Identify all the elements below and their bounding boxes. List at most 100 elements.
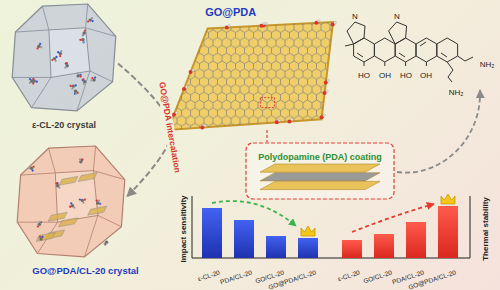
go-pda-flake [48,212,67,221]
stability-bars [342,240,362,258]
cl20-molecule [32,169,34,171]
atom-label: OH [420,71,432,80]
cl20-molecule [82,202,84,204]
cl20-molecule [82,78,84,80]
stability-bars [406,222,426,258]
crystal-edge [98,215,122,226]
cl20-molecule [79,198,86,203]
cl20-molecule [81,159,83,161]
cl20-molecule [31,79,38,84]
text-holder: ε-CL-20 [194,261,221,285]
hydrogen-atom [263,22,265,24]
cl20-molecule [76,74,79,77]
atom-label: N [352,12,358,21]
cl20-molecule [76,72,81,77]
cl20-molecule [82,41,84,43]
hydrogen-atom [185,86,187,88]
pda-structure [384,62,385,66]
text-holder: OH [379,64,391,82]
cl20-molecule [55,56,57,58]
cl20-molecule [37,225,39,227]
hydrogen-atom [318,20,320,22]
text-holder: N [394,5,400,23]
cl20-molecule [39,221,41,223]
pda-structure [357,53,363,57]
cl20-molecule [66,62,68,64]
crystal-edge [86,28,116,37]
crystal-edge [84,215,97,256]
pda-structure [420,42,426,46]
cl20-molecule [82,34,84,36]
cl20-molecule [104,243,106,245]
sensitivity-bars [202,208,318,258]
sensitivity-bars [298,238,318,258]
cl20-molecule [82,34,84,36]
crystal-edge [93,171,124,180]
cl20-molecule [96,199,98,201]
chart-axes [192,196,193,258]
text-holder: HO [358,64,370,82]
atom-label: HO [358,71,370,80]
crystal-edge [86,4,88,28]
cl20-molecule [70,85,72,87]
molecule-group [28,158,109,245]
crystal-figure-shape [10,4,118,112]
axis-title: Impact sensitivity [179,195,188,262]
cl20-molecule [58,187,60,189]
crystal-edge [77,71,90,111]
text-holder: Thermal stability [474,197,492,261]
crystal-edge [21,173,56,175]
coating-layer [260,181,380,189]
text-holder: GO@PDA intercalation [155,78,189,176]
pda-structure [345,44,354,46]
sensitivity-bars [266,236,286,258]
cl20-molecule [94,77,96,79]
axis-title: Thermal stability [481,197,490,261]
atom-label: HO [400,71,412,80]
cl20-molecule [80,75,82,77]
go-pda-sheet-shape [168,22,333,130]
cl20-molecule [55,182,60,189]
hydrogen-atom [265,22,267,24]
coating-layer [260,173,380,181]
category-label: GO@PDA/CL-20 [407,269,456,290]
cl20-molecule [84,199,86,201]
cl20-molecule [70,202,72,204]
hydrogen-atom [204,124,206,126]
cl20-molecule [64,67,66,69]
pda-structure [399,53,405,57]
crystal-edge [32,77,51,107]
cl20-molecule [29,78,31,80]
crystal-figure-shape [15,146,127,258]
cl20-molecule [41,236,43,238]
go-pda-flake [88,206,107,215]
cl20-molecule [51,59,53,61]
category-label: GO/CL-20 [362,269,392,285]
crown-icon [301,226,315,236]
text-holder: OH [420,64,432,82]
cl20-molecule [36,81,38,83]
cl20-molecule [77,72,79,74]
atom-label: NH₂ [449,88,464,97]
pda-structure [441,53,447,57]
cl20-molecule [73,206,75,208]
sheet-outline [168,22,333,130]
atom-label: N [394,12,400,21]
hydrogen-atom [291,118,293,120]
hydrogen-atom [278,119,280,121]
cl20-molecule [79,158,84,163]
graphene-lattice [168,22,333,130]
inset-frame [246,143,394,199]
go-pda-flake [78,173,97,182]
crystal-edge [12,77,51,78]
cl20-molecule [103,240,108,245]
text-holder: ε-CL-20 crystal [32,114,96,132]
pda-structure [389,22,407,44]
cl20-molecule [104,243,106,245]
go-pda-flake [59,218,78,227]
cl20-molecule [90,79,92,81]
cl20-molecule [29,82,31,84]
crystal-edge [17,222,57,223]
cl20-molecule [36,47,38,49]
go-pda-flake [36,232,55,241]
